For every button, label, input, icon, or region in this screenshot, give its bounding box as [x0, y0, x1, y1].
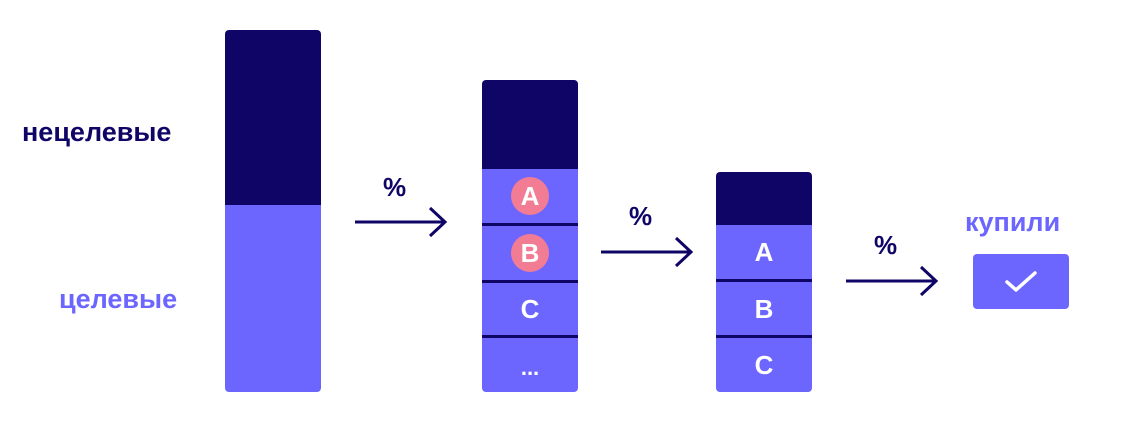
segment-label: C [520, 294, 540, 324]
segment-label: A [520, 180, 540, 211]
conversion-label-2: % [629, 201, 653, 231]
divider [482, 280, 578, 283]
nontarget-segment [716, 172, 812, 225]
segment-label: C [754, 350, 774, 380]
segment-label: A [754, 237, 774, 267]
divider [716, 279, 812, 282]
purchase-box [973, 254, 1069, 309]
target-segment [225, 205, 321, 392]
segment-b: B [716, 282, 812, 335]
segment-label: ... [520, 355, 540, 380]
divider [482, 223, 578, 226]
divider [716, 335, 812, 338]
nontarget-label: нецелевые [22, 117, 172, 147]
funnel-column: A B C [716, 172, 812, 392]
target-segments: A B C ... [482, 169, 578, 392]
nontarget-segment [482, 80, 578, 169]
segment-b: B [482, 226, 578, 280]
audience-column [225, 30, 321, 392]
bought-label: купили [965, 207, 1061, 237]
segment-a: A [716, 225, 812, 279]
arrow-right-icon [355, 206, 448, 238]
segment-c: C [482, 283, 578, 335]
segment-label: B [754, 293, 774, 324]
arrow-right-icon [846, 265, 939, 297]
nontarget-segment [225, 30, 321, 205]
conversion-label-1: % [383, 172, 407, 202]
segment-c: C [716, 338, 812, 392]
divider [482, 335, 578, 338]
checkmark-icon [1005, 270, 1037, 292]
segment-badge: B [511, 234, 549, 272]
target-label: целевые [59, 284, 178, 314]
segment-a: A [482, 169, 578, 223]
segment-label: B [520, 237, 540, 268]
segment-badge: A [511, 177, 549, 215]
segment-more: ... [482, 338, 578, 392]
conversion-label-3: % [874, 230, 898, 260]
arrow-right-icon [601, 236, 694, 268]
